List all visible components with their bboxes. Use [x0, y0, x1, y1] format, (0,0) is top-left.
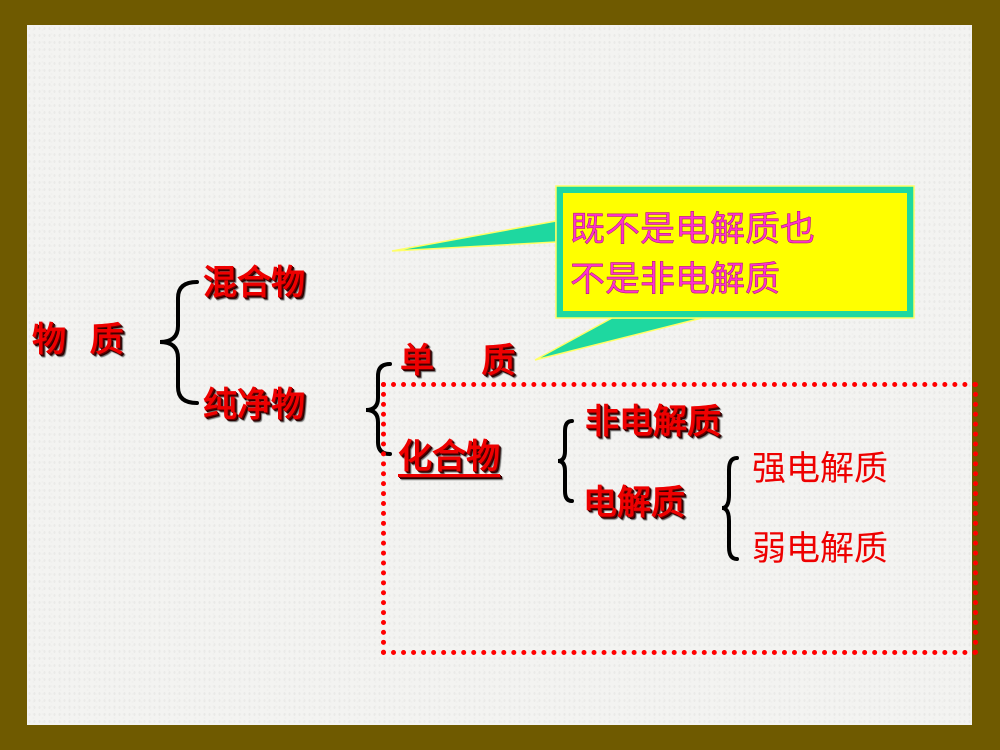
callout-text: 既不是电解质也 不是非电解质: [570, 205, 900, 305]
label-compound: 化合物: [398, 437, 500, 477]
callout-line-1: 既不是电解质也: [570, 210, 816, 251]
highlight-dotted-box: [381, 382, 978, 655]
label-pure-substance: 纯净物: [203, 385, 305, 425]
label-non-electrolyte: 非电解质: [585, 402, 721, 442]
label-substance: 物 质: [32, 320, 124, 360]
label-electrolyte: 电解质: [583, 483, 685, 523]
label-weak-electrolyte: 弱电解质: [752, 529, 888, 569]
label-strong-electrolyte: 强电解质: [752, 449, 888, 489]
brace-icons: [159, 280, 739, 561]
slide-background: [27, 25, 972, 725]
callout-line-2: 不是非电解质: [570, 260, 781, 301]
label-mixture: 混合物: [203, 263, 305, 303]
label-element: 单 质: [400, 341, 516, 381]
callout-shape: [391, 185, 915, 361]
